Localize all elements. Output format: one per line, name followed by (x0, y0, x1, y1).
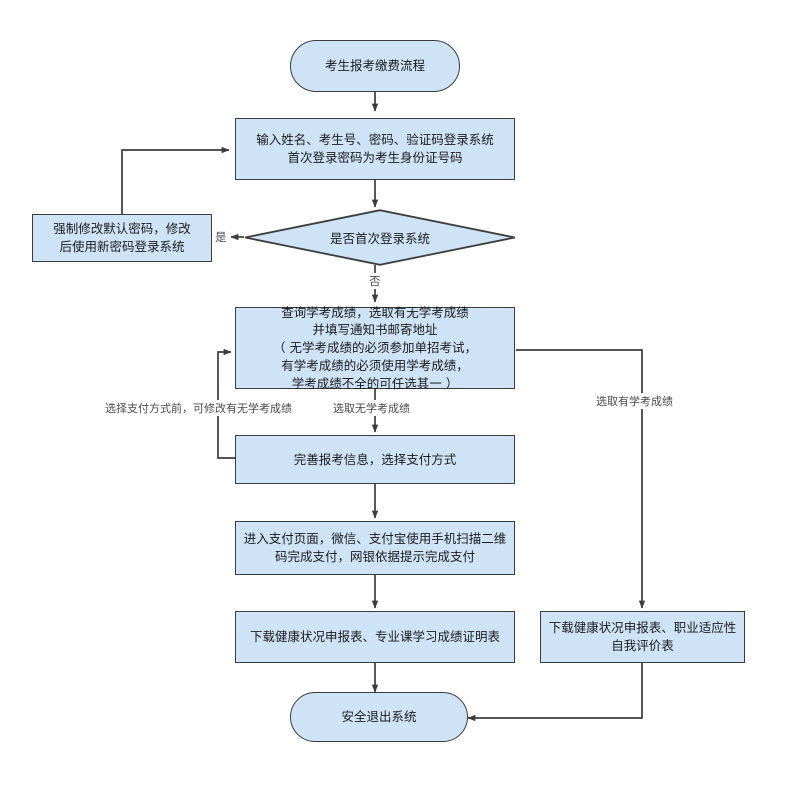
node-change-password-label: 强制修改默认密码，修改 后使用新密码登录系统 (53, 221, 191, 254)
node-payment[interactable]: 进入支付页面，微信、支付宝使用手机扫描二维 码完成支付，网银依据提示完成支付 (235, 521, 515, 575)
edge-query-to-download-right (516, 349, 646, 609)
edge-label-no: 否 (367, 273, 383, 289)
edge-password-back-to-login (121, 146, 230, 214)
edge-label-has-score: 选取有学考成绩 (594, 393, 675, 409)
diamond-shape (245, 209, 515, 266)
node-payment-label: 进入支付页面，微信、支付宝使用手机扫描二维 码完成支付，网银依据提示完成支付 (243, 531, 507, 564)
node-complete-info-label: 完善报考信息，选择支付方式 (293, 451, 457, 467)
node-change-password[interactable]: 强制修改默认密码，修改 后使用新密码登录系统 (32, 214, 212, 262)
node-start-label: 考生报考缴费流程 (324, 58, 425, 74)
node-complete-info[interactable]: 完善报考信息，选择支付方式 (235, 435, 515, 484)
node-start[interactable]: 考生报考缴费流程 (290, 40, 460, 92)
node-first-login-decision[interactable]: 是否首次登录系统 (244, 209, 516, 266)
edge-label-no-score: 选取无学考成绩 (331, 400, 412, 416)
node-download-right[interactable]: 下载健康状况申报表、职业适应性 自我评价表 (540, 611, 745, 663)
node-login[interactable]: 输入姓名、考生号、密码、验证码登录系统 首次登录密码为考生身份证号码 (235, 118, 515, 180)
node-decision-label: 是否首次登录系统 (329, 231, 430, 246)
node-query-score[interactable]: 查询学考成绩，选取有无学考成绩 并填写通知书邮寄地址 （ 无学考成绩的必须参加单… (235, 305, 515, 391)
node-query-score-label: 查询学考成绩，选取有无学考成绩 并填写通知书邮寄地址 （ 无学考成绩的必须参加单… (273, 304, 477, 391)
node-exit-label: 安全退出系统 (341, 709, 417, 725)
edge-download-right-to-exit (467, 663, 643, 722)
node-exit[interactable]: 安全退出系统 (290, 692, 468, 742)
node-download-left[interactable]: 下载健康状况申报表、专业课学习成绩证明表 (235, 611, 515, 663)
edge-label-modify-before-pay: 选择支付方式前，可修改有无学考成绩 (103, 400, 294, 416)
edge-label-yes: 是 (213, 229, 229, 245)
node-download-left-label: 下载健康状况申报表、专业课学习成绩证明表 (249, 629, 500, 645)
node-download-right-label: 下载健康状况申报表、职业适应性 自我评价表 (548, 620, 737, 653)
node-login-label: 输入姓名、考生号、密码、验证码登录系统 首次登录密码为考生身份证号码 (256, 132, 494, 165)
